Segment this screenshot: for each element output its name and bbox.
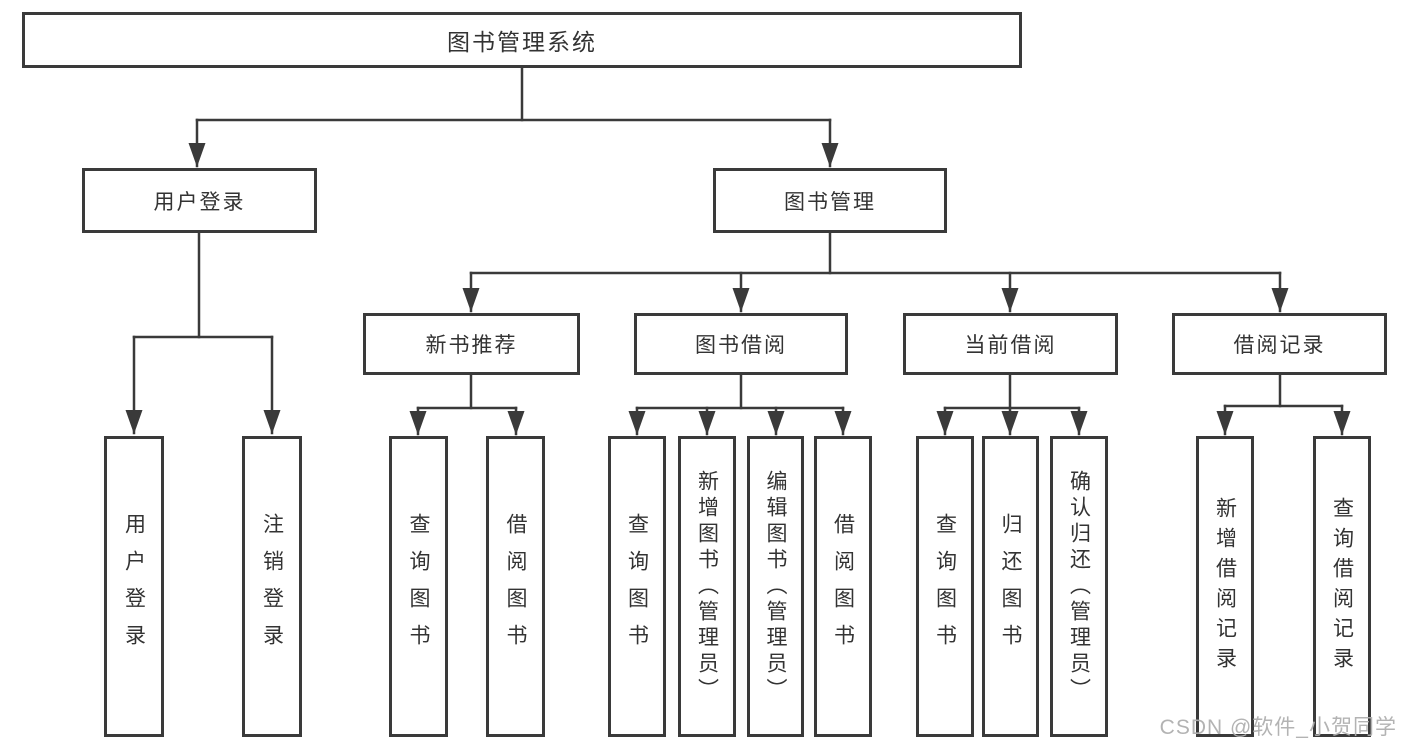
node-book-borrowing: 图书借阅 xyxy=(634,313,848,375)
node-new-book-recommendation: 新书推荐 xyxy=(363,313,580,375)
leaf-logout: 注销登录 xyxy=(242,436,302,737)
leaf-bb-borrow-book: 借阅图书 xyxy=(814,436,872,737)
leaf-cb-query-book: 查询图书 xyxy=(916,436,974,737)
leaf-bb-query-book: 查询图书 xyxy=(608,436,666,737)
leaf-cb-confirm-return-admin: 确认归还（管理员） xyxy=(1050,436,1108,737)
node-current-borrowing: 当前借阅 xyxy=(903,313,1118,375)
node-book-management: 图书管理 xyxy=(713,168,947,233)
leaf-nbr-query-book: 查询图书 xyxy=(389,436,448,737)
leaf-user-login: 用户登录 xyxy=(104,436,164,737)
node-borrowing-records: 借阅记录 xyxy=(1172,313,1387,375)
leaf-br-query-record: 查询借阅记录 xyxy=(1313,436,1371,737)
leaf-cb-return-book: 归还图书 xyxy=(982,436,1039,737)
leaf-bb-edit-book-admin: 编辑图书（管理员） xyxy=(747,436,804,737)
node-root: 图书管理系统 xyxy=(22,12,1022,68)
csdn-watermark: CSDN @软件_小贺同学 xyxy=(1159,716,1397,739)
leaf-nbr-borrow-book: 借阅图书 xyxy=(486,436,545,737)
leaf-bb-add-book-admin: 新增图书（管理员） xyxy=(678,436,736,737)
node-user-login: 用户登录 xyxy=(82,168,317,233)
leaf-br-add-record: 新增借阅记录 xyxy=(1196,436,1254,737)
